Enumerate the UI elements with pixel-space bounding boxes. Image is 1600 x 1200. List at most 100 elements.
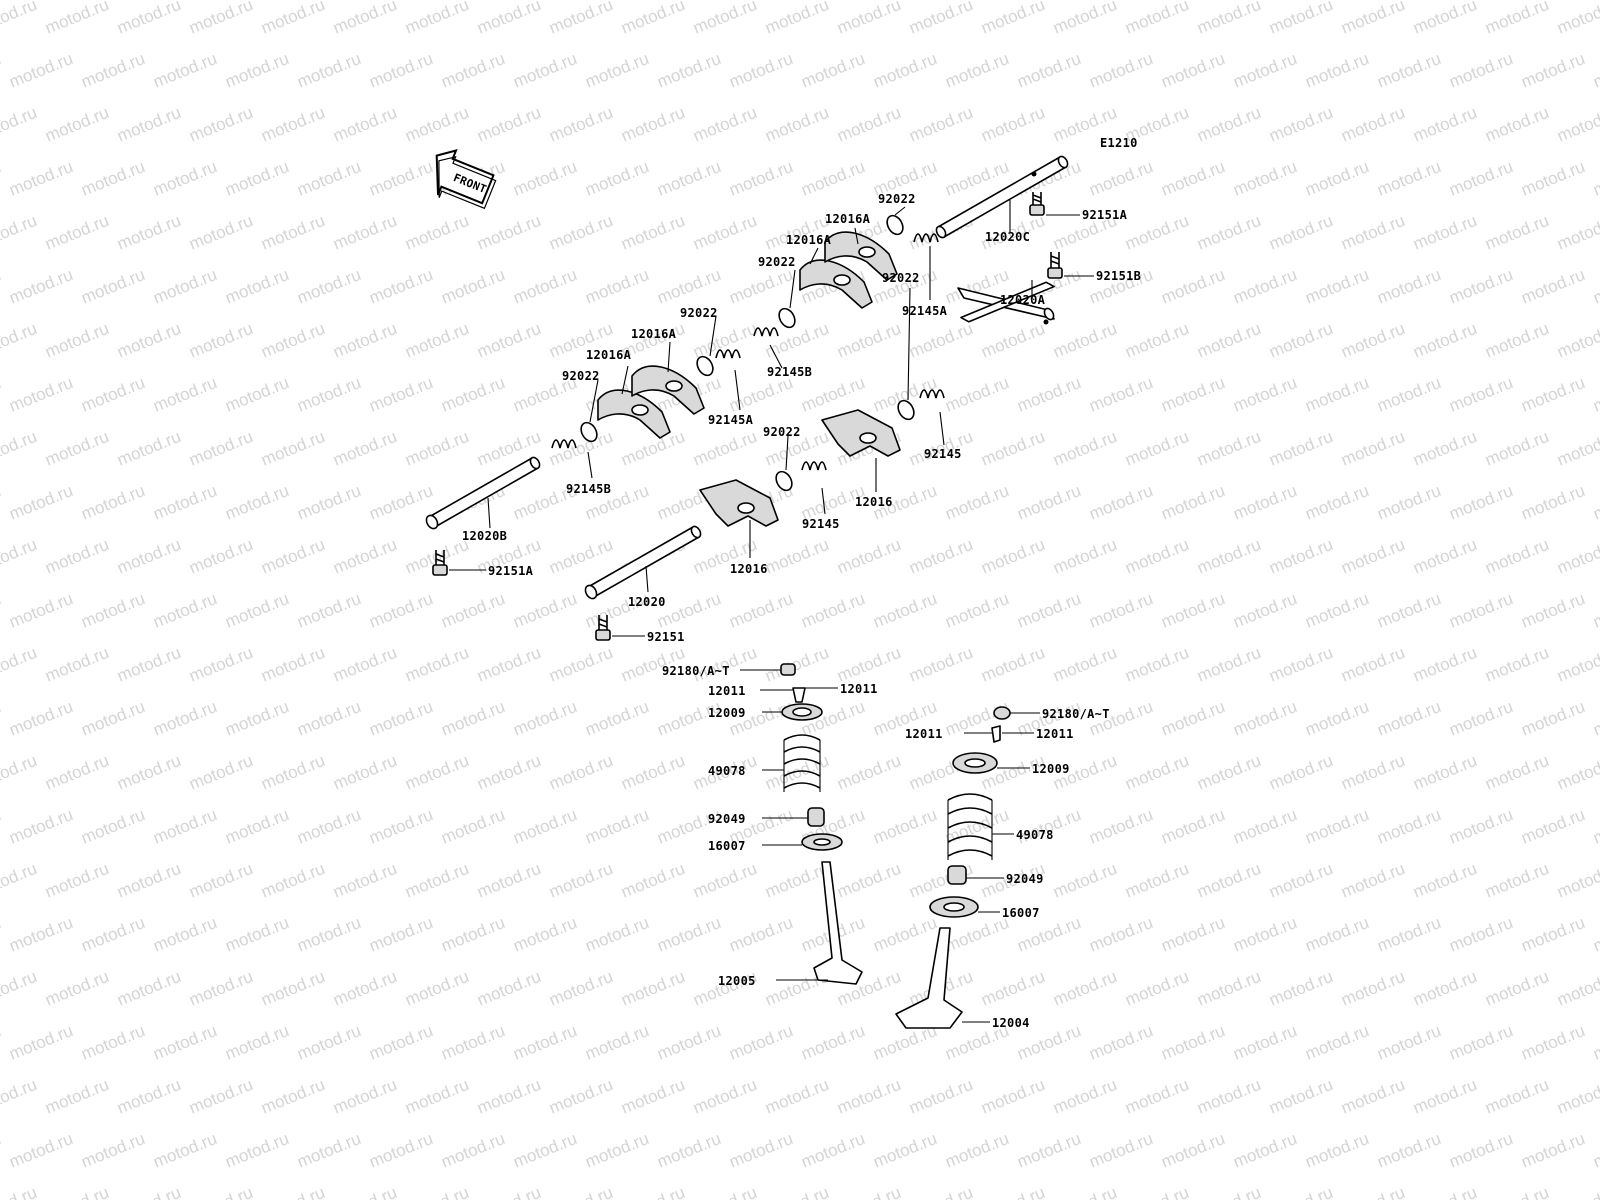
watermark-text: motod.ru [474, 319, 543, 362]
watermark-text: motod.ru [1122, 211, 1191, 254]
watermark-text: motod.ru [150, 1129, 219, 1172]
watermark-text: motod.ru [1482, 319, 1551, 362]
watermark-text: motod.ru [186, 319, 255, 362]
watermark-text: motod.ru [798, 1021, 867, 1064]
watermark-text: motod.ru [1482, 535, 1551, 578]
part-label-92151A: 92151A [488, 564, 534, 578]
watermark-text: motod.ru [1590, 805, 1600, 848]
watermark-text: motod.ru [618, 751, 687, 794]
watermark-text: motod.ru [1194, 1183, 1263, 1200]
watermark-text: motod.ru [1266, 535, 1335, 578]
watermark-text: motod.ru [762, 103, 831, 146]
watermark-text: motod.ru [1410, 859, 1479, 902]
watermark-text: motod.ru [1482, 1183, 1551, 1200]
part-label-92145: 92145 [802, 517, 840, 531]
watermark-text: motod.ru [834, 751, 903, 794]
watermark-text: motod.ru [1050, 859, 1119, 902]
watermark-text: motod.ru [510, 265, 579, 308]
watermark-text: motod.ru [78, 589, 147, 632]
watermark-text: motod.ru [1266, 0, 1335, 38]
valve-assembly-left [780, 663, 863, 985]
watermark-text: motod.ru [942, 589, 1011, 632]
watermark-text: motod.ru [294, 481, 363, 524]
watermark-text: motod.ru [1266, 427, 1335, 470]
watermark-text: motod.ru [1338, 1183, 1407, 1200]
watermark-text: motod.ru [1590, 697, 1600, 740]
watermark-text: motod.ru [1014, 373, 1083, 416]
watermark-text: motod.ru [1374, 265, 1443, 308]
watermark-text: motod.ru [870, 805, 939, 848]
watermark-text: motod.ru [1158, 589, 1227, 632]
watermark-text: motod.ru [618, 427, 687, 470]
watermark-text: motod.ru [726, 589, 795, 632]
watermark-text: motod.ru [6, 481, 75, 524]
watermark-text: motod.ru [6, 1129, 75, 1172]
watermark-text: motod.ru [1482, 427, 1551, 470]
rocker-arm-12016-left [699, 479, 779, 527]
watermark-text: motod.ru [366, 1021, 435, 1064]
watermark-text: motod.ru [402, 643, 471, 686]
watermark-text: motod.ru [222, 697, 291, 740]
watermark-text: motod.ru [150, 373, 219, 416]
watermark-text: motod.ru [1590, 373, 1600, 416]
watermark-text: motod.ru [618, 967, 687, 1010]
watermark-text: motod.ru [1302, 481, 1371, 524]
watermark-text: motod.ru [546, 643, 615, 686]
watermark-text: motod.ru [474, 967, 543, 1010]
watermark-text: motod.ru [1158, 49, 1227, 92]
watermark-text: motod.ru [834, 319, 903, 362]
watermark-text: motod.ru [294, 697, 363, 740]
watermark-text: motod.ru [1446, 49, 1515, 92]
watermark-text: motod.ru [1014, 49, 1083, 92]
watermark-text: motod.ru [78, 805, 147, 848]
watermark-text: motod.ru [906, 1183, 975, 1200]
watermark-text: motod.ru [1590, 49, 1600, 92]
watermark-text: motod.ru [870, 1129, 939, 1172]
watermark-text: motod.ru [1122, 1075, 1191, 1118]
watermark-text: motod.ru [618, 1183, 687, 1200]
watermark-text: motod.ru [1374, 157, 1443, 200]
watermark-text: motod.ru [150, 697, 219, 740]
watermark-text: motod.ru [0, 805, 4, 848]
rocker-arm-12016A-2 [631, 365, 705, 415]
watermark-text: motod.ru [906, 0, 975, 38]
watermark-text: motod.ru [1338, 967, 1407, 1010]
watermark-text: motod.ru [1086, 1021, 1155, 1064]
watermark-text: motod.ru [1230, 373, 1299, 416]
part-label-92145A: 92145A [902, 304, 948, 318]
watermark-text: motod.ru [618, 1075, 687, 1118]
watermark-text: motod.ru [582, 265, 651, 308]
watermark-text: motod.ru [0, 967, 40, 1010]
watermark-text: motod.ru [330, 0, 399, 38]
watermark-text: motod.ru [402, 211, 471, 254]
part-label-92151A: 92151A [1082, 208, 1128, 222]
watermark-text: motod.ru [1554, 1075, 1600, 1118]
watermark-text: motod.ru [6, 1021, 75, 1064]
watermark-text: motod.ru [78, 157, 147, 200]
watermark-text: motod.ru [870, 49, 939, 92]
watermark-text: motod.ru [0, 49, 4, 92]
watermark-text: motod.ru [78, 1129, 147, 1172]
watermark-text: motod.ru [150, 589, 219, 632]
watermark-text: motod.ru [1338, 211, 1407, 254]
watermark-text: motod.ru [258, 751, 327, 794]
watermark-text: motod.ru [42, 1183, 111, 1200]
watermark-text: motod.ru [222, 481, 291, 524]
bolt-92151 [595, 615, 611, 641]
watermark-text: motod.ru [1158, 805, 1227, 848]
part-label-92151B: 92151B [1096, 269, 1141, 283]
rocker-arm-12016-right [821, 409, 901, 457]
watermark-text: motod.ru [42, 211, 111, 254]
watermark-text: motod.ru [1194, 967, 1263, 1010]
watermark-text: motod.ru [618, 0, 687, 38]
watermark-text: motod.ru [1158, 373, 1227, 416]
watermark-text: motod.ru [942, 481, 1011, 524]
watermark-text: motod.ru [798, 157, 867, 200]
watermark-text: motod.ru [1446, 697, 1515, 740]
bolt-92151B [1047, 252, 1063, 279]
watermark-text: motod.ru [1266, 967, 1335, 1010]
watermark-text: motod.ru [762, 1183, 831, 1200]
watermark-text: motod.ru [294, 373, 363, 416]
watermark-text: motod.ru [366, 805, 435, 848]
watermark-text: motod.ru [474, 1183, 543, 1200]
